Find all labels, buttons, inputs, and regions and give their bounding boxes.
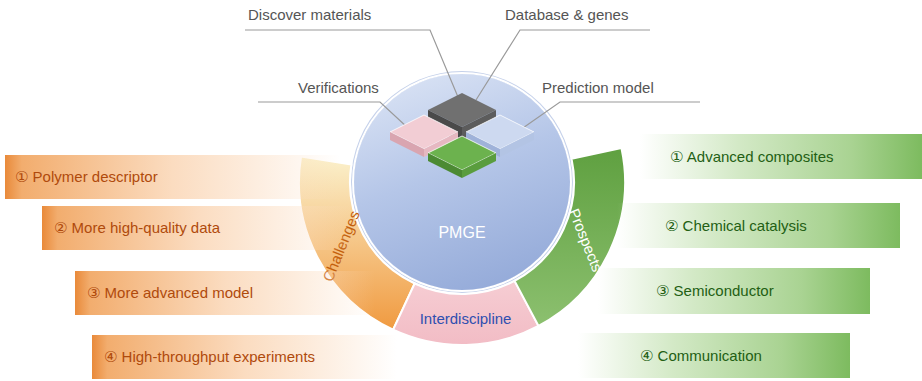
prospect-band: ② Chemical catalysis [617,203,900,248]
item-text: ① Polymer descriptor [15,168,158,186]
prospect-band: ③ Semiconductor [598,268,870,314]
pmge-illustration [354,74,570,290]
item-text: ④ Communication [640,347,762,365]
item-text: ③ Semiconductor [656,282,774,300]
ring-segment-fill [393,281,538,345]
core-circle: PMGE [354,74,570,290]
item-text: ② More high-quality data [54,219,220,237]
green-tile [428,136,496,178]
part-label: Verifications [298,79,379,96]
leader-line [245,30,458,97]
ring-label: Interdiscipline [420,310,512,327]
challenge-band: ③ More advanced model [75,271,375,315]
core-title: PMGE [438,224,485,242]
part-label: Prediction model [542,79,654,96]
item-text: ① Advanced composites [670,148,834,166]
ring-label: Prospects [565,206,606,274]
prospect-band: ④ Communication [578,333,850,378]
leader-line [258,102,408,128]
challenge-band: ④ High-throughput experiments [92,335,397,379]
part-label: Database & genes [505,6,628,23]
part-label: Discover materials [248,6,371,23]
item-text: ③ More advanced model [87,284,253,302]
prospect-band: ① Advanced composites [640,134,922,179]
item-text: ② Chemical catalysis [665,217,807,235]
leader-line [520,102,700,130]
challenge-band: ② More high-quality data [42,206,352,250]
challenge-band: ① Polymer descriptor [5,155,340,199]
item-text: ④ High-throughput experiments [104,348,315,366]
